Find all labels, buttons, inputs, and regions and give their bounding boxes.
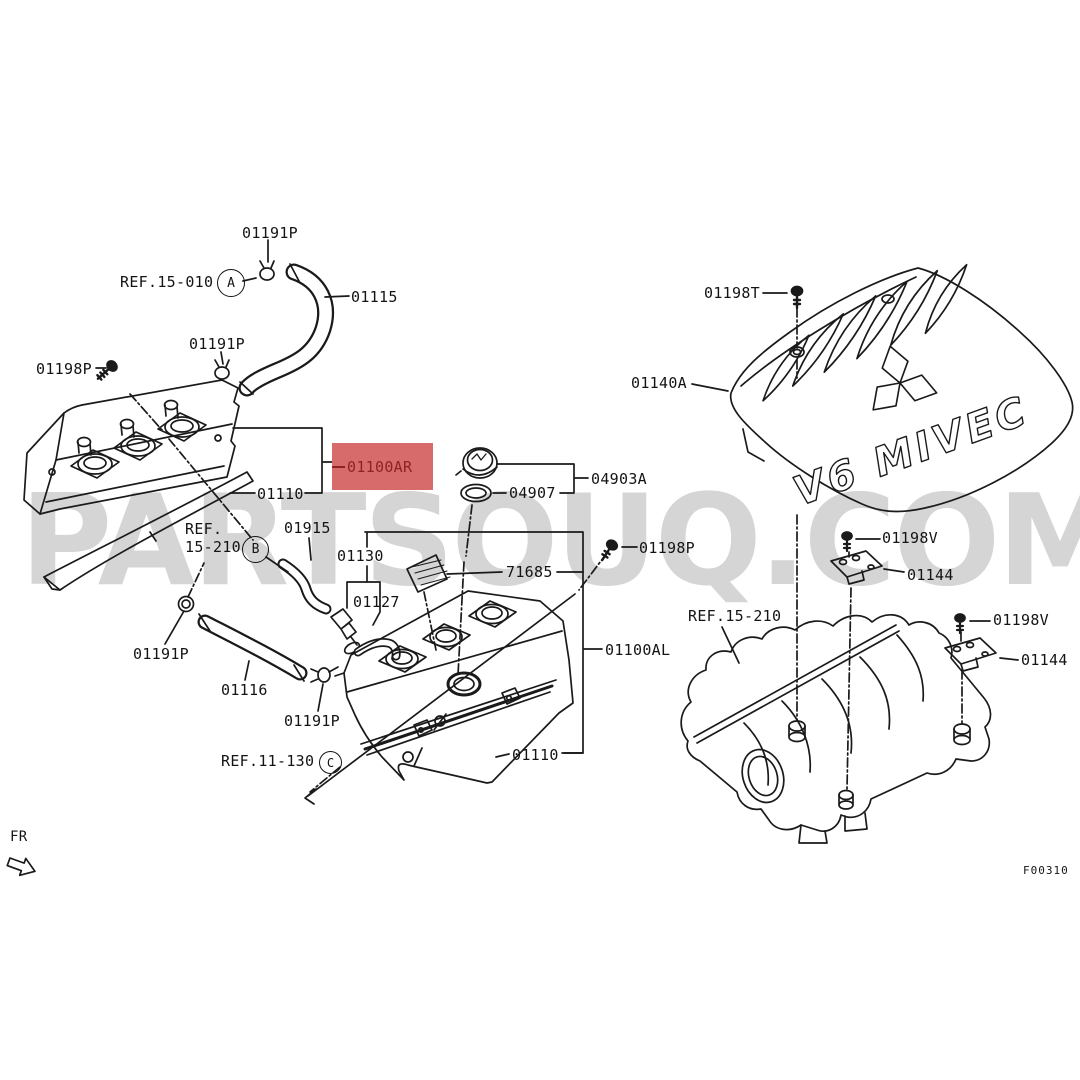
- callout-a: A: [217, 269, 245, 297]
- leader-lines: [95, 239, 1019, 805]
- part-label-01110-left[interactable]: 01110: [257, 485, 304, 503]
- part-label-01130[interactable]: 01130: [337, 547, 384, 565]
- vent-hose-01915-drawing: [277, 558, 332, 615]
- part-label-01144-lower[interactable]: 01144: [1021, 651, 1068, 669]
- bracket-01144-drawings: [830, 550, 997, 672]
- mitsubishi-logo: [872, 345, 938, 411]
- ref-label-11-130[interactable]: REF.11-130: [221, 752, 315, 770]
- v6-mivec-text: V6 MIVEC: [788, 388, 1036, 516]
- part-label-01191p-mid[interactable]: 01191P: [189, 335, 245, 353]
- leader-dash: [332, 465, 345, 468]
- ref-label-15-210-right[interactable]: REF.15-210: [688, 607, 782, 625]
- part-label-01116[interactable]: 01116: [221, 681, 268, 699]
- ref-label-15-010[interactable]: REF.15-010: [120, 273, 214, 291]
- part-label-01127[interactable]: 01127: [353, 593, 400, 611]
- oil-filler-cap-drawing: [455, 447, 498, 479]
- part-label-01915[interactable]: 01915: [284, 519, 331, 537]
- part-label-01191p-low1[interactable]: 01191P: [133, 645, 189, 663]
- part-label-01198p-right[interactable]: 01198P: [639, 539, 695, 557]
- part-label-01191p-low2[interactable]: 01191P: [284, 712, 340, 730]
- part-label-01115[interactable]: 01115: [351, 288, 398, 306]
- highlighted-part-label-01100ar[interactable]: 01100AR: [332, 443, 433, 490]
- oil-cap-oring-drawing: [460, 483, 492, 503]
- part-number: 01100AR: [347, 457, 413, 476]
- breather-hose-01115-drawing: [238, 263, 335, 397]
- vent-hose-01116-drawing: [197, 613, 308, 682]
- intake-manifold-drawing: [680, 614, 992, 844]
- part-label-71685[interactable]: 71685: [506, 563, 553, 581]
- pcv-hose-drawing: [353, 638, 401, 661]
- ref-label-15-210-left[interactable]: REF. 15-210: [185, 520, 241, 556]
- part-label-01198v-upper[interactable]: 01198V: [882, 529, 938, 547]
- figure-code: F00310: [1023, 864, 1069, 877]
- engine-cover-drawing: V6 MIVEC: [729, 263, 1074, 516]
- callout-b: B: [242, 536, 269, 563]
- part-label-01191p-top[interactable]: 01191P: [242, 224, 298, 242]
- part-label-01198v-lower[interactable]: 01198V: [993, 611, 1049, 629]
- fr-arrow-icon: [6, 857, 36, 877]
- part-label-01144-upper[interactable]: 01144: [907, 566, 954, 584]
- hose-clamp-icons: [177, 260, 331, 683]
- rocker-cover-front-drawing: [328, 590, 574, 784]
- part-label-01140a[interactable]: 01140A: [631, 374, 687, 392]
- rocker-cover-rear-drawing: [23, 379, 240, 515]
- fr-direction-label: FR: [10, 829, 28, 845]
- part-label-01110-center[interactable]: 01110: [512, 746, 559, 764]
- part-label-01198t[interactable]: 01198T: [704, 284, 760, 302]
- callout-c: C: [319, 751, 342, 774]
- gasket-rear-drawing: [43, 471, 254, 591]
- part-label-01198p-left[interactable]: 01198P: [36, 360, 92, 378]
- part-label-01100al[interactable]: 01100AL: [605, 641, 671, 659]
- decal-drawing: [406, 554, 451, 593]
- part-label-04903a[interactable]: 04903A: [591, 470, 647, 488]
- part-label-04907[interactable]: 04907: [509, 484, 556, 502]
